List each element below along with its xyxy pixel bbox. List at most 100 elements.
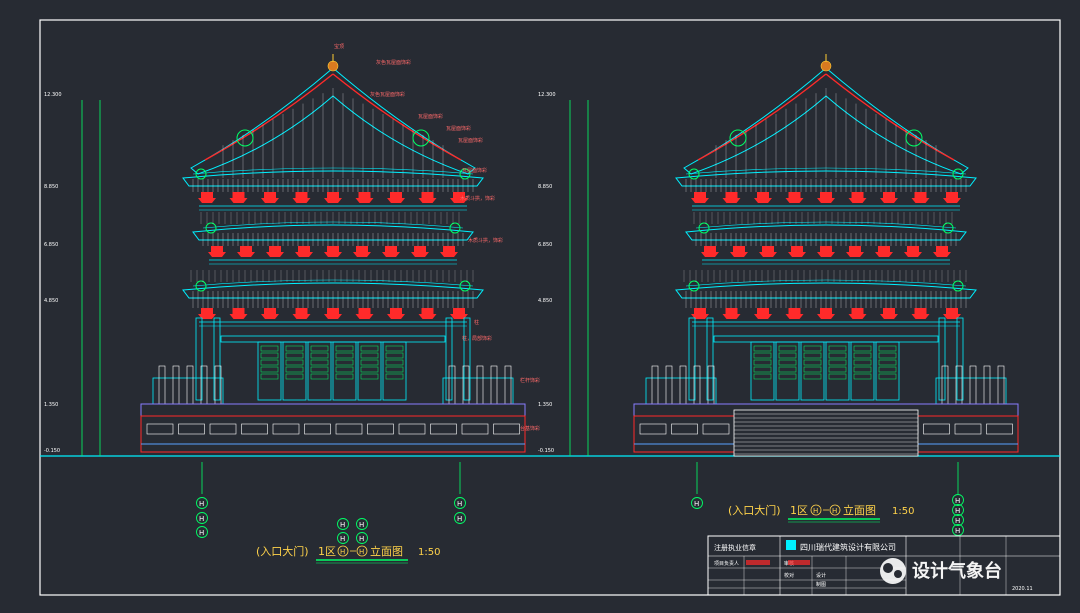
axis-bubble-label: H <box>955 517 960 525</box>
door-lattice <box>828 345 847 352</box>
door-panel <box>825 341 850 401</box>
corner-beast <box>459 280 471 292</box>
elev-label: -0.150 <box>538 448 554 454</box>
title-block-row: 设计 <box>816 572 826 579</box>
eave-band <box>675 282 977 299</box>
baluster-post <box>186 365 194 405</box>
axis-bubble-label: H <box>955 497 960 505</box>
title-scale: 1:50 <box>892 506 914 517</box>
door-lattice <box>753 359 772 366</box>
bracket-set <box>421 308 434 314</box>
title-block-row: 项目负责人 <box>714 560 739 567</box>
bracket-set <box>820 246 832 252</box>
corner-beast <box>688 168 700 180</box>
bracket-set <box>943 314 961 319</box>
eave-band <box>685 224 967 241</box>
door-lattice <box>335 366 354 373</box>
eave-band <box>685 279 967 287</box>
bracket-set <box>851 308 864 314</box>
door-lattice <box>335 359 354 366</box>
elev-label: -0.150 <box>44 448 60 454</box>
bracket-set <box>817 252 835 257</box>
bracket-set <box>414 246 426 252</box>
corner-beast <box>688 280 700 292</box>
door-lattice <box>385 373 404 380</box>
bracket-set <box>418 198 437 203</box>
corner-beast <box>952 280 964 292</box>
annotation-label: 瓦屋面饰彩 <box>462 167 487 174</box>
bracket-set <box>907 246 919 252</box>
bracket-set <box>704 246 716 252</box>
base-panel <box>430 423 457 435</box>
baluster-post <box>969 365 977 405</box>
bracket-set <box>722 198 741 203</box>
door-lattice <box>803 352 822 359</box>
door-lattice <box>285 345 304 352</box>
roof-ridge <box>332 73 462 161</box>
balustrade <box>152 377 224 405</box>
corner-beast <box>195 168 207 180</box>
door-lattice <box>360 359 379 366</box>
bracket-set <box>295 252 313 257</box>
roof-finial <box>327 60 339 72</box>
sheet-border <box>39 19 1061 596</box>
door-lattice <box>753 366 772 373</box>
balustrade <box>645 377 717 405</box>
bracket-set <box>933 252 951 257</box>
bracket-set <box>754 314 772 319</box>
elev-label: 4.850 <box>44 298 58 304</box>
door-panel <box>875 341 900 401</box>
door-lattice <box>778 359 797 366</box>
base-panel <box>923 423 950 435</box>
lintel <box>220 335 446 343</box>
baluster-post <box>476 365 484 405</box>
bracket-set <box>691 314 709 319</box>
door-lattice <box>853 352 872 359</box>
door-lattice <box>310 366 329 373</box>
bracket-set <box>725 308 738 314</box>
door-lattice <box>828 359 847 366</box>
bracket-set <box>264 308 276 314</box>
bracket-set <box>911 198 930 203</box>
title-main: 1区 <box>790 504 808 517</box>
column <box>463 317 471 401</box>
bracket-set <box>358 192 371 198</box>
right-elevation <box>633 54 1019 457</box>
door-lattice <box>878 352 897 359</box>
baluster-post <box>983 365 991 405</box>
base-panel <box>241 423 268 435</box>
axis-bubble-label: H <box>340 535 345 543</box>
axis-bubble-label: H <box>457 515 462 523</box>
bracket-set <box>443 246 455 252</box>
corner-beast <box>195 280 207 292</box>
door-lattice <box>310 345 329 352</box>
baluster-post <box>665 365 673 405</box>
ridge-beast <box>729 129 747 147</box>
bracket-set <box>694 192 706 198</box>
door-lattice <box>753 352 772 359</box>
base-panel <box>146 423 174 435</box>
bracket-set <box>849 246 861 252</box>
bracket-set <box>453 308 465 314</box>
base-panel <box>209 423 237 435</box>
door-lattice <box>285 366 304 373</box>
terrace-edge <box>140 403 526 417</box>
bracket-set <box>232 308 245 314</box>
door-lattice <box>828 373 847 380</box>
bracket-set <box>324 314 342 319</box>
bracket-set <box>261 314 279 319</box>
bracket-set <box>733 246 745 252</box>
wechat-icon <box>880 558 906 584</box>
base-panel <box>272 423 300 435</box>
door-lattice <box>360 345 379 352</box>
bracket-set <box>820 308 832 314</box>
elev-label: 8.850 <box>538 184 552 190</box>
door-lattice <box>853 366 872 373</box>
bracket-set <box>211 246 223 252</box>
company-logo <box>786 540 796 550</box>
bracket-set <box>353 252 371 257</box>
baluster-post <box>997 365 1005 405</box>
bracket-set <box>883 308 895 314</box>
